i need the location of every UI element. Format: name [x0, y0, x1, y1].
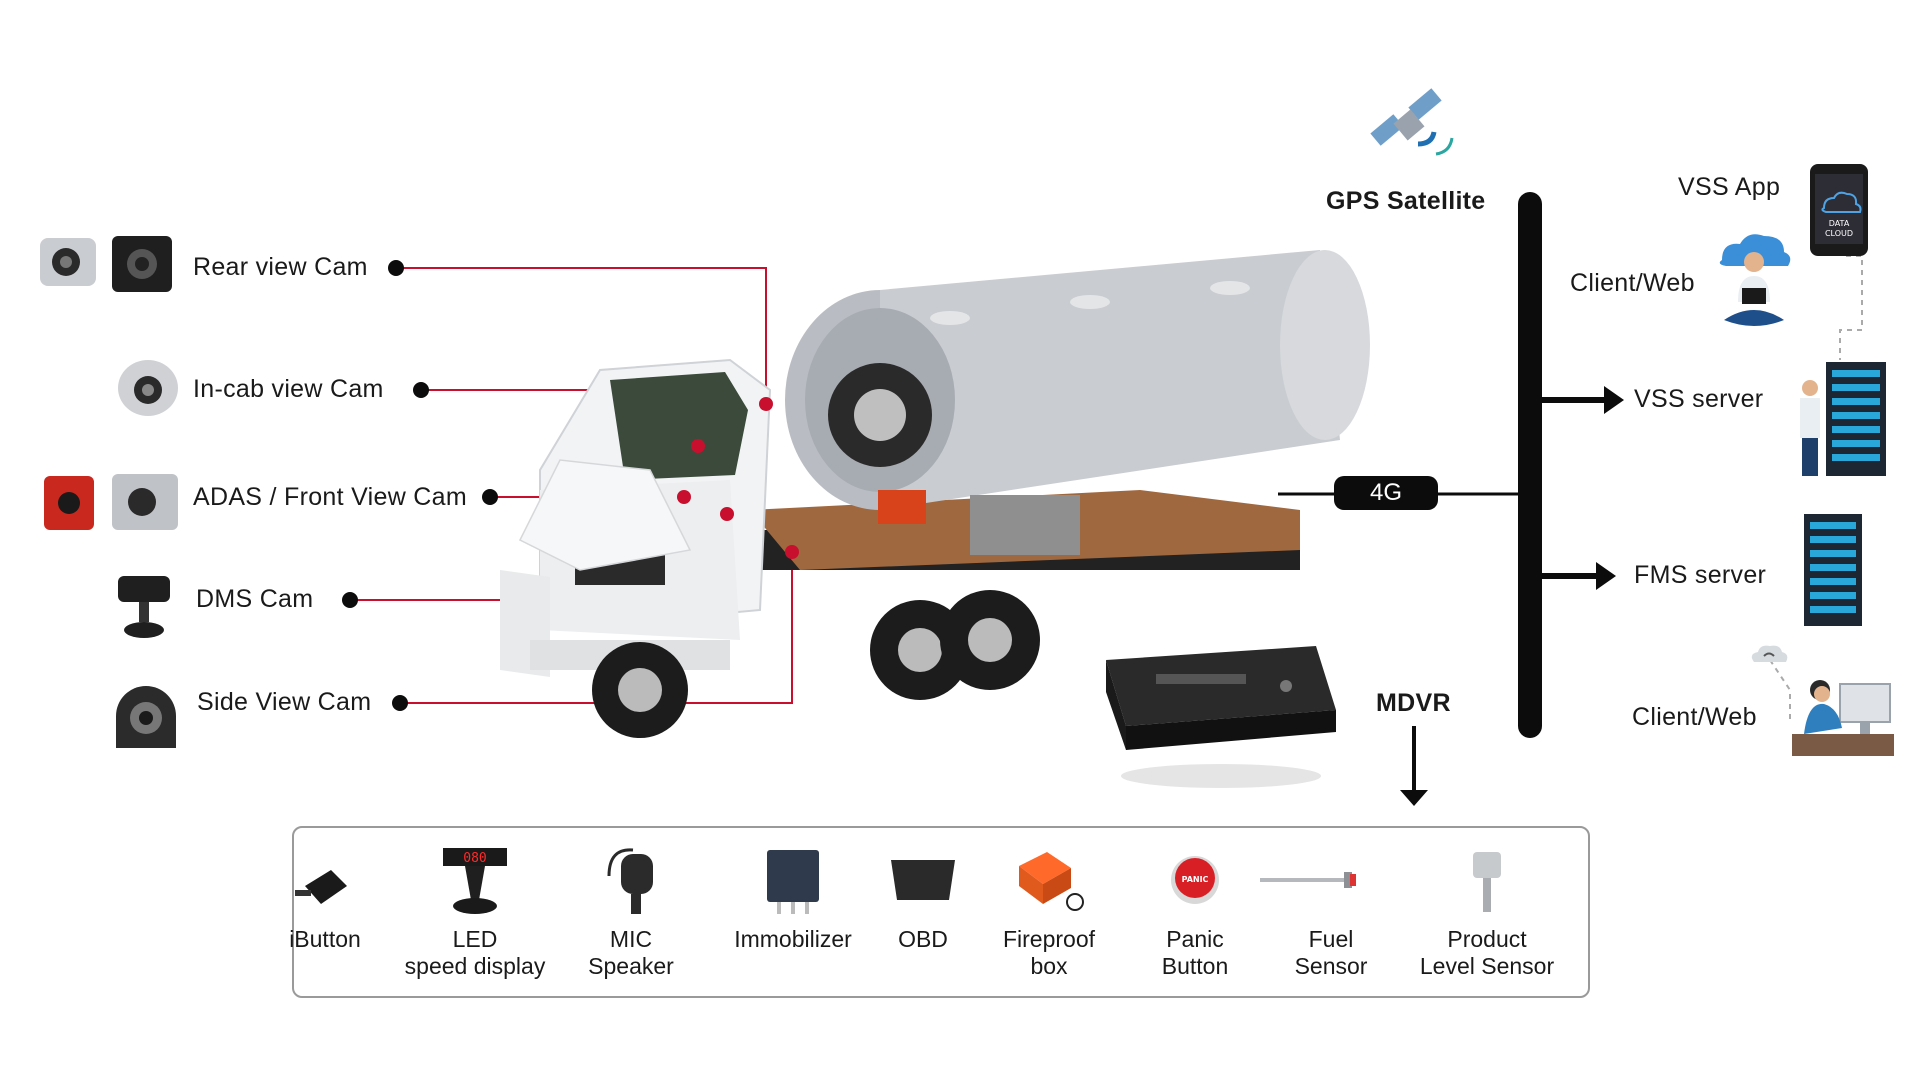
rear-view-camera-icon — [40, 236, 172, 292]
accessory-label: Fireproof box — [1002, 926, 1096, 979]
link-4g-badge: 4G — [1334, 476, 1438, 510]
connector-rear-cam — [396, 267, 767, 404]
dms-camera-icon — [118, 576, 170, 638]
user-laptop-icon — [1719, 234, 1791, 326]
dome-camera-icon — [118, 360, 178, 416]
client-web-bottom-label: Client/Web — [1632, 703, 1757, 731]
phone-data-cloud-icon: DATA CLOUD — [1810, 164, 1868, 256]
data-cloud-text-2: CLOUD — [1825, 229, 1853, 238]
mdvr-label: MDVR — [1376, 689, 1451, 717]
satellite-icon — [1370, 88, 1454, 156]
accessory-label: Panic Button — [1161, 926, 1229, 979]
accessory-label: OBD — [898, 926, 948, 952]
connector-dot — [388, 260, 404, 276]
connector-dot — [392, 695, 408, 711]
vss-server-label: VSS server — [1634, 385, 1764, 413]
level-sensor-icon — [1473, 852, 1501, 912]
accessory-label: MIC Speaker — [588, 926, 674, 979]
fireproof-box-icon — [1019, 852, 1084, 911]
accessory-label: iButton — [289, 926, 361, 952]
side-camera-icon — [116, 686, 176, 748]
panic-button-icon: PANIC — [1171, 856, 1219, 904]
connector-dot — [413, 382, 429, 398]
tanker-truck-illustration — [500, 250, 1370, 738]
user-desktop-icon — [1792, 680, 1894, 756]
accessory-label: Fuel Sensor — [1294, 926, 1368, 979]
connector-dot — [342, 592, 358, 608]
vss-app-label: VSS App — [1678, 173, 1781, 201]
obd-connector-icon — [891, 860, 955, 900]
camera-label-dms: DMS Cam — [196, 585, 314, 613]
camera-label-adas: ADAS / Front View Cam — [193, 483, 467, 511]
fms-server-label: FMS server — [1634, 561, 1767, 589]
camera-label-rear: Rear view Cam — [193, 253, 368, 281]
fms-server-rack-icon — [1804, 514, 1862, 626]
camera-label-side: Side View Cam — [197, 688, 372, 716]
gps-satellite-label: GPS Satellite — [1326, 187, 1486, 215]
led-display-icon: 080 — [443, 848, 507, 914]
led-display-value: 080 — [463, 851, 486, 866]
mdvr-device-icon — [1106, 646, 1336, 788]
cloud-wifi-icon — [1751, 645, 1788, 662]
relay-icon — [767, 850, 819, 914]
server-rack-icon — [1800, 362, 1886, 476]
fuel-sensor-icon — [1260, 872, 1356, 888]
ibutton-icon — [295, 870, 347, 904]
client-web-top-label: Client/Web — [1570, 269, 1695, 297]
data-cloud-text-1: DATA — [1829, 219, 1850, 228]
accessories-panel: iButton 080 LED speed display MIC Speake… — [289, 826, 1590, 998]
accessory-label: LED speed display — [404, 926, 546, 979]
connector-dot — [482, 489, 498, 505]
accessory-label: Immobilizer — [734, 926, 852, 952]
panic-button-text: PANIC — [1182, 875, 1209, 884]
adas-camera-icon — [44, 474, 178, 530]
accessory-label: Product Level Sensor — [1419, 926, 1555, 979]
connector-side-cam — [400, 552, 793, 704]
microphone-icon — [607, 848, 653, 914]
camera-label-incab: In-cab view Cam — [193, 375, 384, 403]
